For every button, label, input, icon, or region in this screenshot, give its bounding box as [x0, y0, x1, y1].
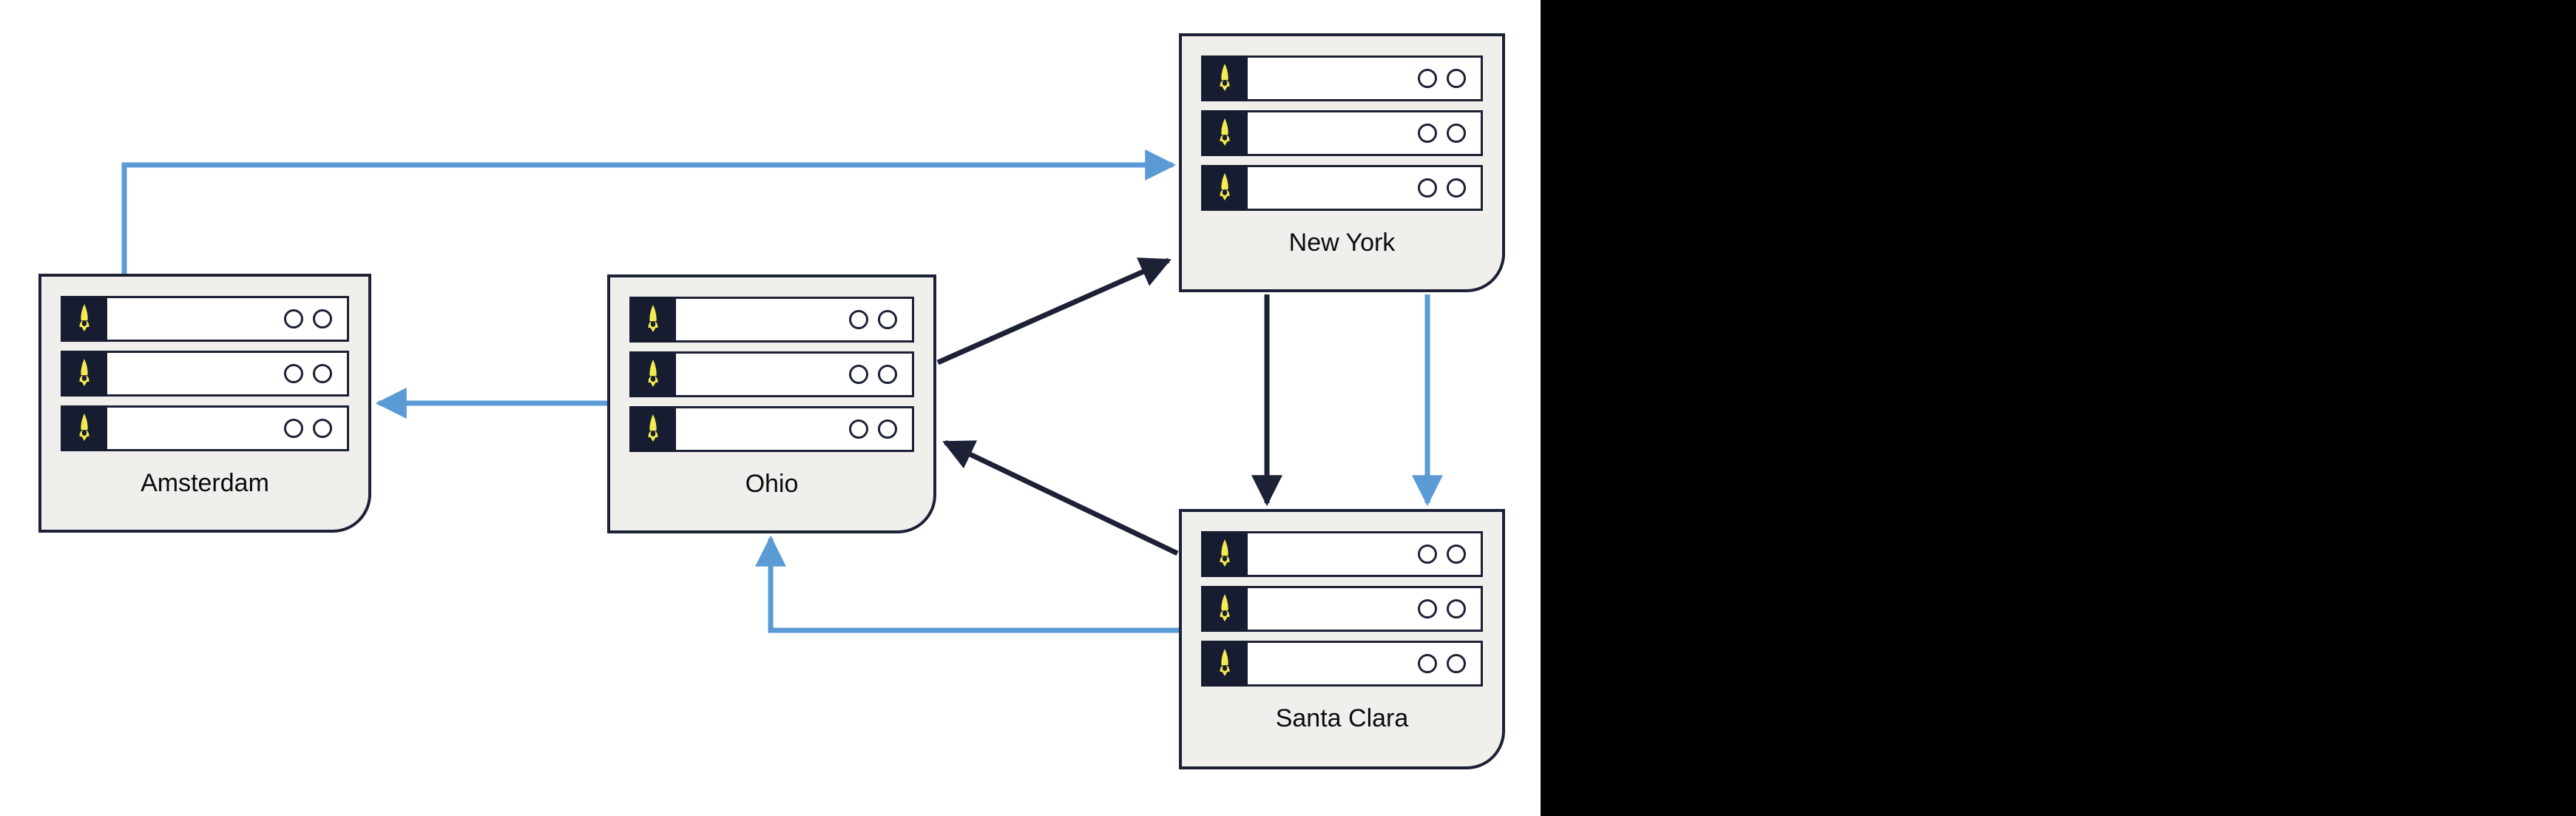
status-led [313, 364, 332, 383]
rack-row[interactable] [1201, 165, 1483, 211]
status-led [1447, 178, 1466, 198]
rack-body [107, 296, 349, 342]
rocket-icon [61, 296, 107, 342]
rack-body [1248, 55, 1483, 101]
node-new-york[interactable]: New York [1179, 33, 1505, 292]
rack-row[interactable] [61, 405, 349, 451]
rocket-icon [1201, 110, 1248, 156]
status-led [284, 419, 303, 438]
status-led [1418, 654, 1437, 673]
status-led [1447, 544, 1466, 564]
rack-body [1248, 641, 1483, 687]
rocket-icon [629, 351, 676, 397]
edge-santa-clara-to-ohio-blue [755, 535, 1179, 633]
edge-santa-clara-to-ohio-black [942, 439, 1179, 556]
rack-row[interactable] [629, 297, 914, 343]
rack-row[interactable] [629, 351, 914, 397]
rocket-icon [1201, 55, 1248, 101]
rack-body [676, 351, 914, 397]
rocket-icon [61, 351, 107, 397]
rack-row[interactable] [1201, 641, 1483, 687]
rack-row[interactable] [1201, 586, 1483, 632]
node-label-amsterdam: Amsterdam [141, 469, 269, 497]
status-led [313, 309, 332, 328]
status-led [1447, 654, 1466, 673]
rack-body [676, 406, 914, 452]
rack-body [1248, 165, 1483, 211]
rocket-icon [1201, 641, 1248, 687]
rack-list [1201, 531, 1483, 687]
status-led [849, 310, 868, 329]
status-led [1447, 599, 1466, 618]
edge-amsterdam-to-new-york [121, 149, 1177, 274]
node-label-ohio: Ohio [745, 470, 799, 498]
rack-row[interactable] [629, 406, 914, 452]
rocket-icon [1201, 531, 1248, 577]
rack-list [61, 296, 349, 451]
node-ohio[interactable]: Ohio [607, 274, 936, 533]
status-led [284, 309, 303, 328]
rack-body [1248, 586, 1483, 632]
edge-ohio-to-new-york [936, 257, 1172, 365]
rack-row[interactable] [1201, 55, 1483, 101]
rocket-icon [61, 405, 107, 451]
status-led [849, 419, 868, 439]
rack-body [1248, 110, 1483, 156]
status-led [849, 365, 868, 384]
status-led [313, 419, 332, 438]
edge-layer [121, 149, 1443, 633]
rocket-icon [1201, 586, 1248, 632]
status-led [1447, 124, 1466, 143]
status-led [1447, 69, 1466, 88]
rack-row[interactable] [1201, 531, 1483, 577]
rack-list [1201, 55, 1483, 211]
rack-body [1248, 531, 1483, 577]
status-led [1418, 544, 1437, 564]
rack-body [107, 351, 349, 397]
rocket-icon [629, 406, 676, 452]
status-led [1418, 178, 1437, 198]
status-led [1418, 69, 1437, 88]
status-led [1418, 599, 1437, 618]
node-label-new-york: New York [1288, 229, 1396, 257]
rocket-icon [629, 297, 676, 343]
rack-list [629, 297, 914, 452]
node-label-santa-clara: Santa Clara [1275, 704, 1409, 732]
status-led [1418, 124, 1437, 143]
rack-row[interactable] [61, 296, 349, 342]
rack-body [676, 297, 914, 343]
node-amsterdam[interactable]: Amsterdam [38, 274, 371, 533]
status-led [878, 310, 897, 329]
rack-row[interactable] [1201, 110, 1483, 156]
status-led [878, 419, 897, 439]
status-led [284, 364, 303, 383]
rack-row[interactable] [61, 351, 349, 397]
node-santa-clara[interactable]: Santa Clara [1179, 509, 1505, 769]
rocket-icon [1201, 165, 1248, 211]
status-led [878, 365, 897, 384]
rack-body [107, 405, 349, 451]
